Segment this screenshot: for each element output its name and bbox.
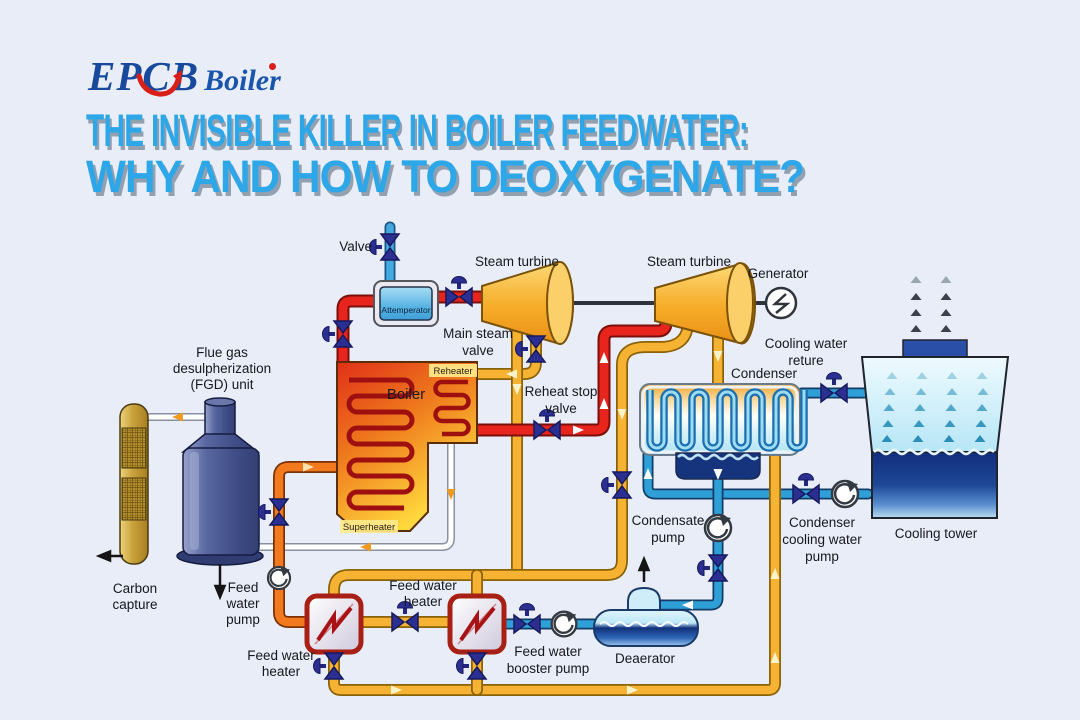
reheat-stop-valve-label-1: Reheat stop xyxy=(525,384,598,399)
boiler-label: Boiler xyxy=(387,386,425,403)
superheater-coil xyxy=(346,377,415,511)
feed-water-heater-mid-label-2: heater xyxy=(404,594,443,609)
boiler-vessel xyxy=(336,361,478,533)
logo-i-dot xyxy=(269,63,276,70)
feed-water-pump-label-3: pump xyxy=(226,612,260,627)
fgd-label-2: desulpherization xyxy=(173,361,271,376)
attemperator-vessel xyxy=(373,280,439,327)
valve-label: Valve xyxy=(339,239,372,254)
reheater-label: Reheater xyxy=(433,366,472,377)
extraction-steam-pipes xyxy=(328,316,781,696)
feed-water-heater-left-label-1: Feed water xyxy=(247,648,315,663)
steam-turbine-right-label: Steam turbine xyxy=(647,254,731,269)
main-steam-valve-label-2: valve xyxy=(462,343,494,358)
carbon-capture-label-2: capture xyxy=(112,597,157,612)
feed-water-heater-left-label-2: heater xyxy=(262,664,301,679)
feed-water-booster-pump-label-2: booster pump xyxy=(507,661,590,676)
cooling-water-return-label-1: Cooling water xyxy=(765,336,848,351)
feed-water-pump-label-2: water xyxy=(225,596,260,611)
steam-turbine-left-icon xyxy=(481,260,574,346)
reheater-strip xyxy=(429,364,477,377)
steam-turbine-left-label: Steam turbine xyxy=(475,254,559,269)
flow-arrows xyxy=(97,351,780,695)
feed-water-heater-left-icon xyxy=(307,596,361,652)
condenser-label: Condenser xyxy=(731,366,798,381)
feed-water-booster-pump-icon xyxy=(550,610,578,638)
feedwater-pipes xyxy=(273,461,348,628)
ccw-pump-label-2: cooling water xyxy=(782,532,862,547)
reheater-coil xyxy=(433,379,471,437)
main-steam-valve-label-1: Main steam xyxy=(443,326,513,341)
cooling-tower-label: Cooling tower xyxy=(895,526,978,541)
title-line-2: WHY AND HOW TO DEOXYGENATE? xyxy=(86,151,805,202)
cooling-water-return-label-2: reture xyxy=(788,353,823,368)
generator-label: Generator xyxy=(748,266,809,281)
fgd-label-3: (FGD) unit xyxy=(190,377,253,392)
feed-water-heater-mid-icon xyxy=(450,596,504,652)
feed-water-heater-mid-label-1: Feed water xyxy=(389,578,457,593)
logo-brand-text: EPCB xyxy=(88,53,200,99)
steam-plume xyxy=(910,276,952,332)
condensate-pump-label-2: pump xyxy=(651,530,685,545)
title-line-1: THE INVISIBLE KILLER IN BOILER FEEDWATER… xyxy=(86,105,749,156)
deaerator-vessel xyxy=(593,586,699,647)
carbon-capture-label-1: Carbon xyxy=(113,581,157,596)
page-title: THE INVISIBLE KILLER IN BOILER FEEDWATER… xyxy=(86,108,1080,200)
condensate-pump-icon xyxy=(703,513,733,543)
condenser-cooling-water-pump-icon xyxy=(830,479,860,509)
feed-water-pump-icon xyxy=(266,565,292,591)
condenser-vessel xyxy=(639,383,808,480)
superheater-strip xyxy=(340,520,398,533)
feed-water-pump-label-1: Feed xyxy=(228,580,259,595)
superheater-label: Superheater xyxy=(343,522,395,533)
ccw-pump-label-3: pump xyxy=(805,549,839,564)
steam-turbine-right-icon xyxy=(654,262,757,345)
deaerator-label: Deaerator xyxy=(615,651,676,666)
generator-icon xyxy=(764,286,798,320)
feed-water-booster-pump-label-1: Feed water xyxy=(514,644,582,659)
reheat-stop-valve-label-2: valve xyxy=(545,401,577,416)
cooling-tower-vessel xyxy=(860,276,1010,519)
ccw-pump-label-1: Condenser xyxy=(789,515,856,530)
fgd-label-1: Flue gas xyxy=(196,345,248,360)
attemperator-label: Attemperator xyxy=(381,305,430,315)
fgd-vessel xyxy=(176,397,264,566)
carbon-capture-column xyxy=(119,403,149,565)
logo-product-text: Boiler xyxy=(204,64,281,97)
condensate-pump-label-1: Condensate xyxy=(632,513,705,528)
